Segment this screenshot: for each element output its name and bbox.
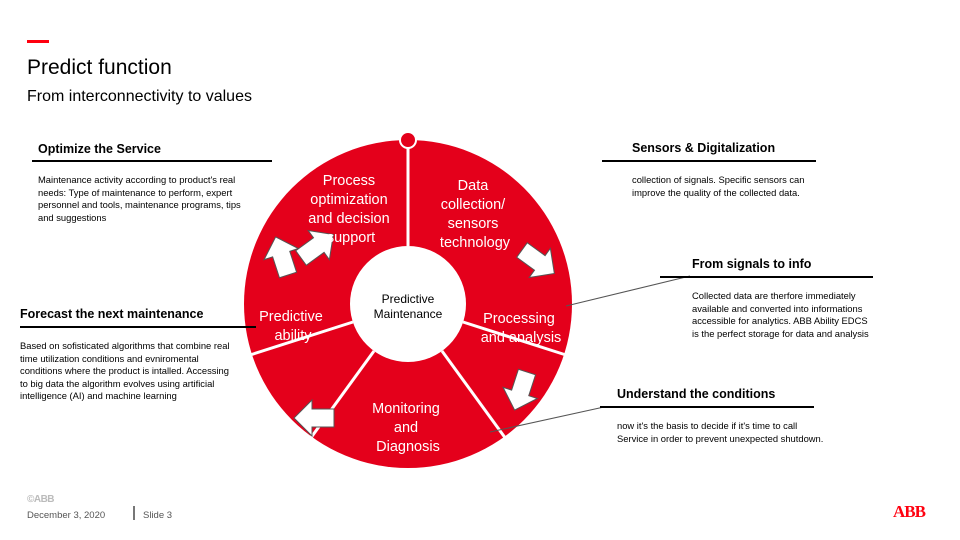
segment-predictive-ability: Predictive ability bbox=[259, 309, 327, 344]
arrow-bottom bbox=[293, 398, 335, 438]
arrow-left bbox=[263, 236, 300, 279]
forecast-rule bbox=[20, 326, 256, 328]
conditions-rule bbox=[600, 406, 814, 408]
footer-separator bbox=[133, 506, 135, 520]
segment-processing: Processing and analysis bbox=[481, 311, 562, 346]
segment-monitoring: Monitoring and Diagnosis bbox=[372, 401, 444, 455]
segment-data-collection: Data collection/ sensors technology bbox=[440, 178, 511, 251]
arrow-top-right bbox=[516, 242, 555, 279]
footer-slide-number: Slide 3 bbox=[143, 510, 173, 521]
sensors-body: collection of signals. Specific sensors … bbox=[632, 174, 805, 198]
sensors-rule bbox=[602, 160, 816, 162]
forecast-heading: Forecast the next maintenance bbox=[20, 307, 204, 321]
signals-rule bbox=[660, 276, 873, 278]
connectors bbox=[489, 275, 691, 433]
arrow-top-left bbox=[295, 229, 334, 266]
sensors-heading: Sensors & Digitalization bbox=[632, 141, 776, 155]
inner-circle bbox=[350, 246, 466, 362]
optimize-body: Maintenance activity according to produc… bbox=[38, 174, 241, 223]
cycle-arrows bbox=[263, 229, 555, 438]
signals-heading: From signals to info bbox=[692, 257, 812, 271]
footer-logo: ©ABB bbox=[27, 494, 55, 505]
footer-date: December 3, 2020 bbox=[27, 510, 106, 521]
optimize-rule bbox=[32, 160, 272, 162]
conditions-body: now it's the basis to decide if it's tim… bbox=[617, 420, 824, 444]
page-subtitle: From interconnectivity to values bbox=[27, 88, 252, 105]
abb-logo: ABB bbox=[893, 502, 926, 521]
top-marker bbox=[399, 131, 417, 149]
conditions-heading: Understand the conditions bbox=[617, 387, 776, 401]
optimize-heading: Optimize the Service bbox=[38, 142, 161, 156]
arrow-right bbox=[502, 368, 539, 411]
forecast-body: Based on sofisticated algorithms that co… bbox=[20, 340, 230, 402]
segment-process-optimization: Process optimization and decision suppor… bbox=[308, 173, 393, 246]
page-title: Predict function bbox=[27, 56, 172, 79]
center-label: Predictive Maintenance bbox=[373, 292, 443, 321]
signals-body: Collected data are therfore immediately … bbox=[692, 290, 869, 339]
accent-bar bbox=[27, 40, 49, 43]
